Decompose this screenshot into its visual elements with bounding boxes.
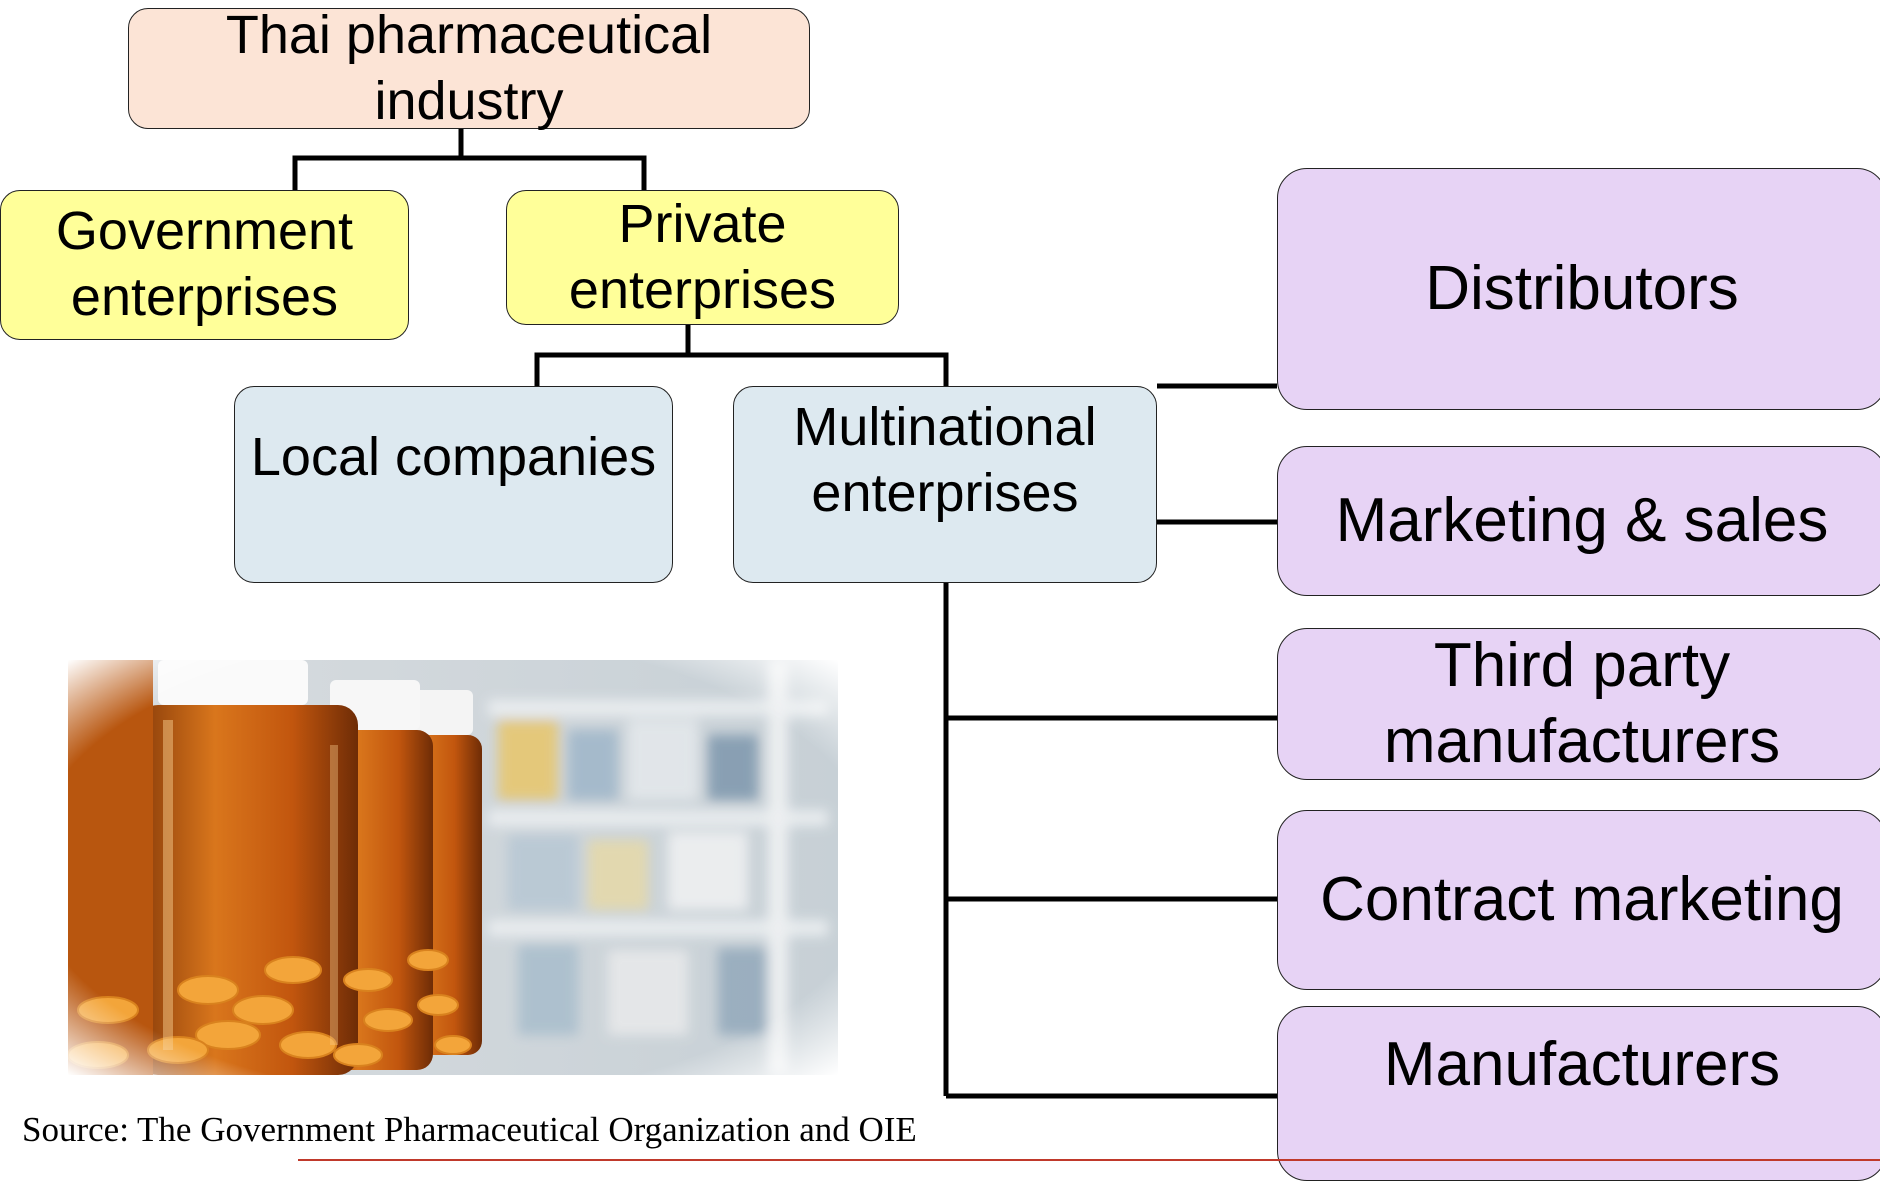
local-companies-label: Local companies xyxy=(250,427,657,487)
distributors-label: Distributors xyxy=(1425,254,1739,324)
root-node: Thai pharmaceutical industry xyxy=(128,5,810,131)
third-party-manufacturers-node: Third party manufacturers xyxy=(1277,628,1880,780)
marketing-sales-node: Marketing & sales xyxy=(1277,446,1880,596)
contract-marketing-node: Contract marketing xyxy=(1277,810,1880,990)
root-label: Thai pharmaceutical industry xyxy=(225,4,713,131)
government-enterprises-node: Government enterprises xyxy=(0,190,409,340)
multinational-enterprises-label: Multinational enterprises xyxy=(793,397,1097,523)
manufacturers-node: Manufacturers xyxy=(1277,1006,1880,1181)
private-enterprises-label: Private enterprises xyxy=(568,193,837,320)
bottom-rule xyxy=(298,1159,1880,1161)
multinational-enterprises-node: Multinational enterprises xyxy=(733,386,1157,583)
third-party-manufacturers-label: Third party manufacturers xyxy=(1383,631,1781,776)
manufacturers-label: Manufacturers xyxy=(1383,1030,1781,1099)
local-companies-node: Local companies xyxy=(234,386,673,583)
source-citation: Source: The Government Pharmaceutical Or… xyxy=(22,1110,917,1149)
distributors-node: Distributors xyxy=(1277,168,1880,410)
marketing-sales-label: Marketing & sales xyxy=(1335,486,1829,556)
connector-private-split xyxy=(534,352,949,386)
connector-root-split xyxy=(292,155,647,190)
contract-marketing-label: Contract marketing xyxy=(1320,865,1844,935)
government-enterprises-label: Government enterprises xyxy=(55,201,354,327)
private-enterprises-node: Private enterprises xyxy=(506,190,899,325)
medicine-bottles-photo xyxy=(68,660,838,1075)
